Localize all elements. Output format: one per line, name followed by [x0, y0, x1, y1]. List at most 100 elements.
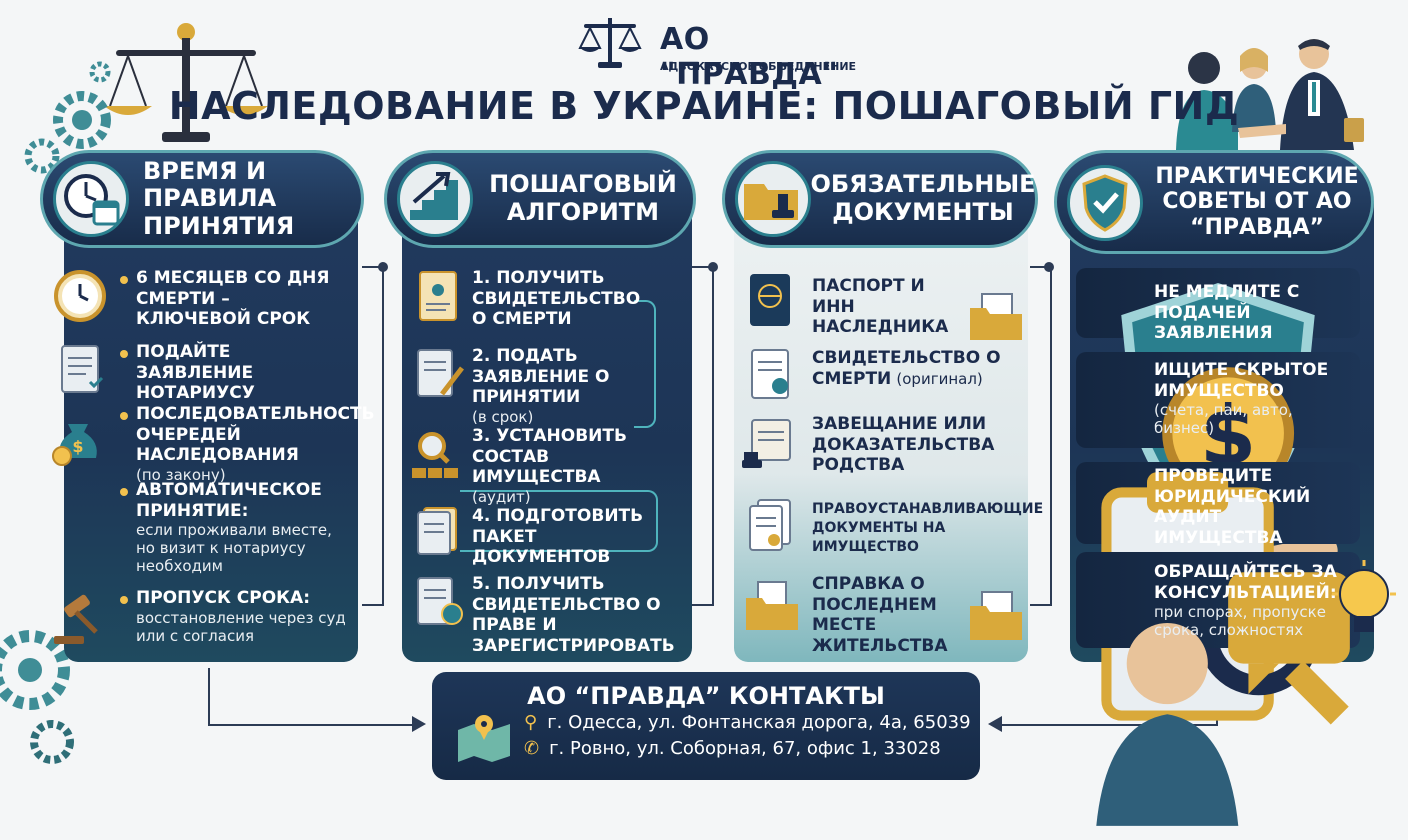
column-title: ВРЕМЯ И ПРАВИЛА ПРИНЯТИЯ — [143, 156, 295, 240]
item-text: АВТОМАТИЧЕСКОЕ ПРИНЯТИЕ: если проживали … — [136, 480, 350, 575]
money-bag-icon: $ — [52, 424, 97, 466]
bullet — [120, 488, 128, 496]
gavel-icon — [54, 594, 98, 644]
certificate-icon — [419, 271, 457, 321]
item-note: (аудит) — [472, 488, 531, 507]
list-item: ПОДАЙТЕ ЗАЯВЛЕНИЕ НОТАРИУСУ — [40, 342, 364, 403]
list-item: 6 МЕСЯЦЕВ СО ДНЯ СМЕРТИ – КЛЮЧЕВОЙ СРОК — [40, 268, 364, 330]
item-text: ПОСЛЕДОВАТЕЛЬНОСТЬ ОЧЕРЕДЕЙ НАСЛЕДОВАНИЯ… — [136, 404, 375, 485]
brand-subtitle: АДВОКАТСКОЕ ОБЪЕДИНЕНИЕ — [660, 60, 857, 73]
connector-dot — [708, 262, 718, 272]
item-title: ПОСЛЕДОВАТЕЛЬНОСТЬ ОЧЕРЕДЕЙ НАСЛЕДОВАНИЯ — [136, 404, 375, 466]
column-panel — [64, 190, 358, 662]
tip-card: $ ИЩИТЕ СКРЫТОЕ ИМУЩЕСТВО (счета, паи, а… — [1076, 352, 1360, 616]
item-text: ПРОПУСК СРОКА: восстановление через суд … — [136, 588, 350, 645]
item-title: 5. ПОЛУЧИТЬ СВИДЕТЕЛЬСТВО О ПРАВЕ И ЗАРЕ… — [472, 574, 675, 657]
folder-stamp-icon — [735, 161, 811, 237]
list-item: 4. ПОДГОТОВИТЬ ПАКЕТ ДОКУМЕНТОВ — [384, 502, 696, 567]
brand-logo: АО "ПРАВДА" АДВОКАТСКОЕ ОБЪЕДИНЕНИЕ — [578, 12, 878, 92]
item-title: ИЩИТЕ СКРЫТОЕ ИМУЩЕСТВО — [1154, 360, 1329, 401]
item-note: (по закону) — [136, 466, 226, 485]
column-title: ПРАКТИЧЕСКИЕ СОВЕТЫ ОТ АО “ПРАВДА” — [1155, 164, 1359, 240]
tip-card: ПРОВЕДИТЕ ЮРИДИЧЕСКИЙ АУДИТ ИМУЩЕСТВА — [1076, 462, 1360, 725]
bullet — [120, 412, 128, 420]
item-text: ОБРАЩАЙТЕСЬ ЗА КОНСУЛЬТАЦИЕЙ: при спорах… — [1154, 562, 1350, 639]
column-header: ПОШАГОВЫЙ АЛГОРИТМ — [384, 150, 696, 248]
item-title: ПРОВЕДИТЕ ЮРИДИЧЕСКИЙ АУДИТ ИМУЩЕСТВА — [1154, 466, 1311, 549]
contact-phone: ✆г. Ровно, ул. Соборная, 67, офис 1, 330… — [524, 738, 941, 759]
connector-line — [692, 266, 714, 606]
item-title: 6 МЕСЯЦЕВ СО ДНЯ СМЕРТИ – КЛЮЧЕВОЙ СРОК — [136, 268, 330, 330]
list-item: СПРАВКА О ПОСЛЕДНЕМ МЕСТЕ ЖИТЕЛЬСТВА — [722, 574, 1038, 656]
document-icon — [61, 345, 104, 393]
passport-icon — [750, 274, 790, 326]
item-text: ИЩИТЕ СКРЫТОЕ ИМУЩЕСТВО (счета, паи, авт… — [1154, 360, 1350, 437]
light-bulb-icon — [1332, 560, 1396, 632]
tip-card: НЕ МЕДЛИТЕ С ПОДАЧЕЙ ЗАЯВЛЕНИЯ — [1076, 268, 1360, 538]
map-icon — [458, 715, 510, 762]
connector-line — [208, 668, 416, 726]
address-text: г. Одесса, ул. Фонтанская дорога, 4а, 65… — [547, 712, 971, 733]
item-note: при спорах, пропуске срока, сложностях — [1154, 603, 1326, 640]
column-header: ВРЕМЯ И ПРАВИЛА ПРИНЯТИЯ — [40, 150, 364, 248]
item-title: СВИДЕТЕЛЬСТВО О СМЕРТИ — [812, 348, 1001, 389]
arrow-left-icon — [988, 716, 1002, 732]
column-acceptance-rules: ВРЕМЯ И ПРАВИЛА ПРИНЯТИЯ 6 МЕСЯЦЕВ СО ДН… — [40, 150, 375, 662]
item-title: ПОДАЙТЕ ЗАЯВЛЕНИЕ НОТАРИУСУ — [136, 342, 255, 404]
bullet — [120, 596, 128, 604]
document-stack-icon — [417, 507, 457, 555]
item-text: 3. УСТАНОВИТЬ СОСТАВ ИМУЩЕСТВА (аудит) — [472, 426, 676, 506]
list-item: СВИДЕТЕЛЬСТВО О СМЕРТИ (оригинал) — [722, 346, 1038, 406]
item-text: ПРАВОУСТАНАВЛИВАЮЩИЕ ДОКУМЕНТЫ НА ИМУЩЕС… — [812, 501, 1044, 555]
item-title: 2. ПОДАТЬ ЗАЯВЛЕНИЕ О ПРИНЯТИИ — [472, 346, 610, 408]
scales-icon — [578, 18, 642, 68]
column-practical-tips: ПРАКТИЧЕСКИЕ СОВЕТЫ ОТ АО “ПРАВДА” НЕ МЕ… — [1054, 150, 1374, 826]
list-item: АВТОМАТИЧЕСКОЕ ПРИНЯТИЕ: если проживали … — [40, 480, 364, 576]
list-item: 3. УСТАНОВИТЬ СОСТАВ ИМУЩЕСТВА (аудит) — [384, 426, 696, 506]
brand-name: АО "ПРАВДА" — [660, 22, 839, 92]
stairs-arrow-icon — [397, 161, 473, 237]
folder-icon — [970, 591, 1022, 640]
connector-dot — [1044, 262, 1054, 272]
certificate-icon — [751, 349, 789, 399]
item-note: (счета, паи, авто, бизнес) — [1154, 401, 1293, 438]
column-header: ОБЯЗАТЕЛЬНЫЕ ДОКУМЕНТЫ — [722, 150, 1038, 248]
column-required-documents: ОБЯЗАТЕЛЬНЫЕ ДОКУМЕНТЫ ПАСПОРТ И ИНН НАС… — [722, 150, 1044, 662]
magnifier-icon — [412, 432, 458, 478]
svg-text:$: $ — [72, 437, 83, 456]
item-title: 1. ПОЛУЧИТЬ СВИДЕТЕЛЬСТВО О СМЕРТИ — [472, 268, 641, 330]
item-note: (в срок) — [472, 408, 534, 427]
list-item: $ ПОСЛЕДОВАТЕЛЬНОСТЬ ОЧЕРЕДЕЙ НАСЛЕДОВАН… — [40, 404, 375, 484]
item-title: АВТОМАТИЧЕСКОЕ ПРИНЯТИЕ: — [136, 480, 322, 521]
folder-icon — [746, 581, 798, 630]
item-note: восстановление через суд или с согласия — [136, 608, 346, 645]
list-item: ЗАВЕЩАНИЕ ИЛИ ДОКАЗАТЕЛЬСТВА РОДСТВА — [722, 414, 1038, 484]
item-text: 2. ПОДАТЬ ЗАЯВЛЕНИЕ О ПРИНЯТИИ (в срок) — [472, 346, 676, 426]
tip-card: ОБРАЩАЙТЕСЬ ЗА КОНСУЛЬТАЦИЕЙ: при спорах… — [1076, 552, 1360, 826]
item-title: ОБРАЩАЙТЕСЬ ЗА КОНСУЛЬТАЦИЕЙ: — [1154, 562, 1337, 603]
flow-path — [634, 300, 656, 428]
contact-address: ⚲г. Одесса, ул. Фонтанская дорога, 4а, 6… — [524, 712, 971, 733]
item-note: (оригинал) — [896, 369, 983, 388]
gears-decoration-icon — [24, 61, 111, 174]
connector-dot — [378, 262, 388, 272]
list-item: 5. ПОЛУЧИТЬ СВИДЕТЕЛЬСТВО О ПРАВЕ И ЗАРЕ… — [384, 574, 696, 656]
folder-icon — [970, 293, 1022, 340]
list-item: ПРОПУСК СРОКА: восстановление через суд … — [40, 588, 364, 652]
column-title: ПОШАГОВЫЙ АЛГОРИТМ — [489, 170, 677, 226]
contacts-title: АО “ПРАВДА” КОНТАКТЫ — [527, 682, 885, 710]
item-title: 3. УСТАНОВИТЬ СОСТАВ ИМУЩЕСТВА — [472, 426, 627, 488]
list-item: ПАСПОРТ И ИНН НАСЛЕДНИКА — [722, 272, 1038, 342]
bullet — [120, 350, 128, 358]
documents-icon — [749, 499, 791, 551]
arrow-right-icon — [412, 716, 426, 732]
item-title: СПРАВКА О ПОСЛЕДНЕМ МЕСТЕ ЖИТЕЛЬСТВА — [812, 574, 948, 657]
connector-line — [362, 266, 384, 606]
flow-path — [460, 490, 658, 552]
scales-icon — [104, 23, 268, 142]
item-title: 4. ПОДГОТОВИТЬ ПАКЕТ ДОКУМЕНТОВ — [472, 506, 644, 568]
gears-decoration-icon — [0, 630, 74, 764]
column-title: ОБЯЗАТЕЛЬНЫЕ ДОКУМЕНТЫ — [810, 170, 1036, 226]
shield-check-icon — [1067, 165, 1143, 241]
list-item: 2. ПОДАТЬ ЗАЯВЛЕНИЕ О ПРИНЯТИИ (в срок) — [384, 346, 696, 426]
